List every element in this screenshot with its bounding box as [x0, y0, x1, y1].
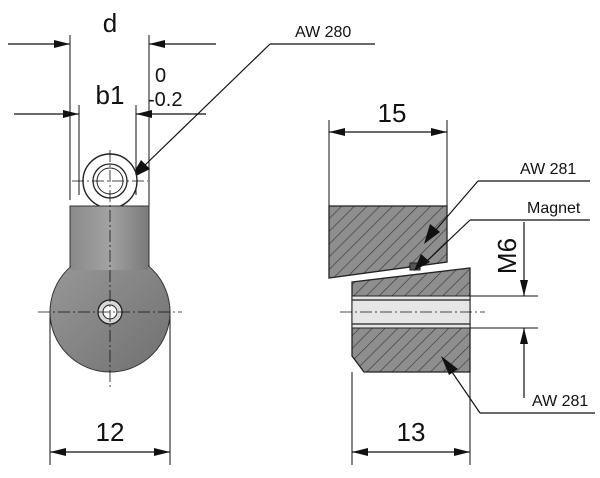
dimension-label-b1: b1	[96, 80, 125, 110]
left-part-view: d 0 -0.2 b1 AW 280	[8, 8, 375, 465]
dimension-m6: M6	[470, 222, 538, 398]
tolerance-lower: -0.2	[148, 89, 182, 111]
dimension-b1: b1	[14, 80, 206, 118]
callout-magnet-label: Magnet	[527, 200, 581, 217]
upper-hatched-block	[328, 205, 448, 279]
dimension-label-15: 15	[378, 98, 407, 128]
dimension-label-13: 13	[397, 417, 426, 447]
tolerance-upper: 0	[155, 65, 166, 87]
dimension-12: 12	[50, 417, 170, 456]
callout-aw280-label: AW 280	[295, 24, 351, 41]
dimension-label-m6: M6	[492, 238, 522, 274]
callout-aw281-bottom-label: AW 281	[532, 393, 588, 410]
dimension-label-d: d	[103, 8, 117, 38]
callout-aw281-top-label: AW 281	[520, 161, 576, 178]
dimension-label-12: 12	[96, 417, 125, 447]
callout-aw281-top: AW 281	[424, 161, 590, 244]
right-part-view: 15 M6 AW 281	[328, 98, 595, 465]
dimension-13: 13	[352, 417, 470, 456]
dimension-d: d 0 -0.2	[8, 8, 216, 111]
callout-aw281-bottom: AW 281	[441, 356, 595, 414]
callout-magnet: Magnet	[414, 200, 590, 271]
callout-aw280: AW 280	[130, 24, 375, 179]
dimension-15: 15	[329, 98, 447, 136]
